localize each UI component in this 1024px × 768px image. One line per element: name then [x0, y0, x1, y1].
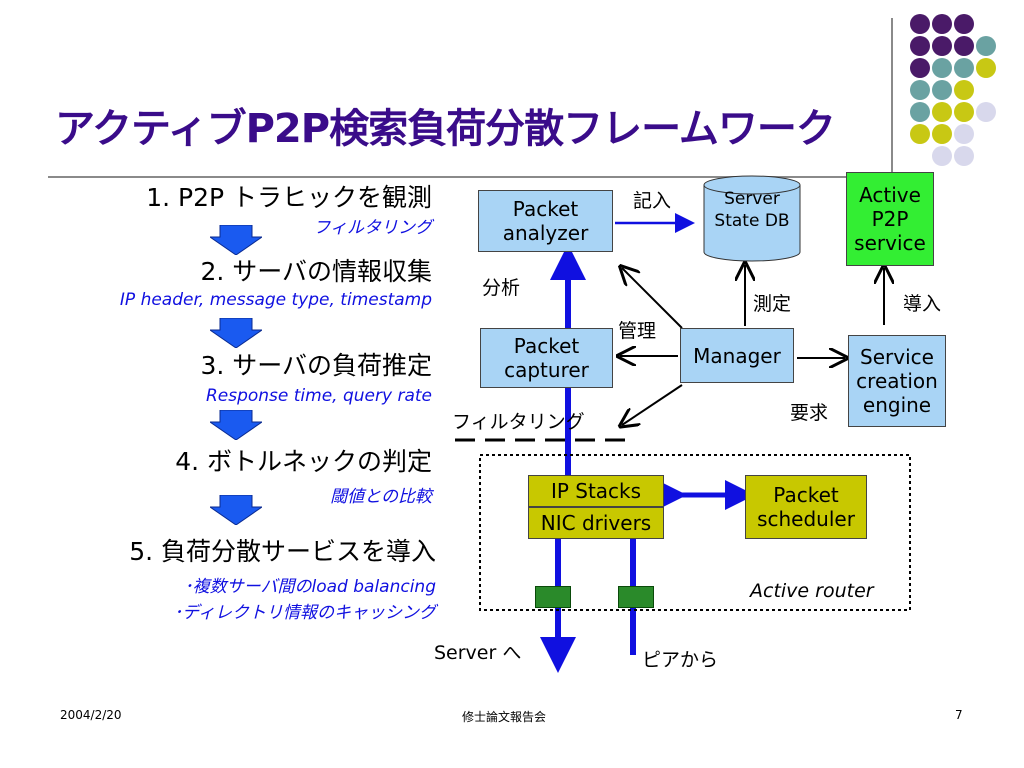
page-title: アクティブP2P検索負荷分散フレームワーク	[55, 106, 836, 152]
step-4-sub: 閾値との比較	[330, 487, 432, 507]
dot	[954, 14, 974, 34]
label-filtering: フィルタリング	[452, 411, 585, 433]
server-state-db-label: Server State DB	[714, 189, 790, 231]
dot	[910, 36, 930, 56]
step-5-sub-1: ･複数サーバ間のload balancing	[184, 577, 436, 597]
dot	[954, 102, 974, 122]
step-2-sub: IP header, message type, timestamp	[119, 290, 432, 310]
dot	[910, 80, 930, 100]
dot	[932, 80, 952, 100]
nic-icon	[618, 586, 654, 608]
down-arrow-icon	[210, 225, 262, 255]
dot	[976, 102, 996, 122]
label-bunseki: 分析	[482, 277, 521, 299]
label-kanri: 管理	[618, 320, 657, 342]
label-kinyu: 記入	[633, 190, 672, 212]
decorative-dot-grid	[0, 0, 1024, 180]
step-5-sub-2: ･ディレクトリ情報のキャッシング	[173, 603, 436, 623]
dot	[932, 102, 952, 122]
dot	[910, 124, 930, 144]
label-server-he: Server へ	[434, 642, 522, 664]
step-1-label: 1. P2P トラヒックを観測	[146, 183, 432, 212]
dot	[910, 14, 930, 34]
dot	[932, 146, 952, 166]
dot	[954, 146, 974, 166]
dot	[932, 124, 952, 144]
label-youkyuu: 要求	[790, 402, 829, 424]
dot	[954, 124, 974, 144]
step-3-sub: Response time, query rate	[205, 386, 432, 406]
dot	[932, 58, 952, 78]
dot	[976, 58, 996, 78]
dot	[954, 36, 974, 56]
dot	[954, 58, 974, 78]
down-arrow-icon	[210, 495, 262, 525]
dot	[976, 36, 996, 56]
packet-analyzer-box: Packet analyzer	[478, 190, 613, 252]
active-p2p-service-box: Active P2P service	[846, 172, 934, 266]
step-5-label: 5. 負荷分散サービスを導入	[129, 537, 436, 566]
nic-icon	[535, 586, 571, 608]
label-sokutei: 測定	[753, 293, 792, 315]
dot	[910, 58, 930, 78]
manager-box: Manager	[680, 328, 794, 383]
dot	[932, 36, 952, 56]
label-peer-kara: ピアから	[642, 649, 719, 671]
down-arrow-icon	[210, 318, 262, 348]
step-4-label: 4. ボトルネックの判定	[175, 447, 432, 476]
packet-capturer-box: Packet capturer	[480, 328, 613, 388]
dot	[910, 102, 930, 122]
nic-drivers-box: NIC drivers	[528, 507, 664, 539]
dot	[954, 80, 974, 100]
step-3-label: 3. サーバの負荷推定	[200, 351, 432, 380]
footer-date: 2004/2/20	[60, 708, 122, 722]
dot	[932, 14, 952, 34]
footer-event: 修士論文報告会	[462, 710, 547, 724]
title-divider-vertical	[891, 18, 893, 178]
title-divider-horizontal	[48, 176, 898, 178]
step-1-sub: フィルタリング	[313, 218, 432, 238]
ip-stacks-box: IP Stacks	[528, 475, 664, 507]
packet-scheduler-box: Packet scheduler	[745, 475, 867, 539]
step-2-label: 2. サーバの情報収集	[200, 257, 432, 286]
label-dounyu: 導入	[903, 293, 942, 315]
footer-page-number: 7	[955, 708, 963, 722]
down-arrow-icon	[210, 410, 262, 440]
active-router-label: Active router	[750, 580, 874, 602]
service-creation-engine-box: Service creation engine	[848, 335, 946, 427]
